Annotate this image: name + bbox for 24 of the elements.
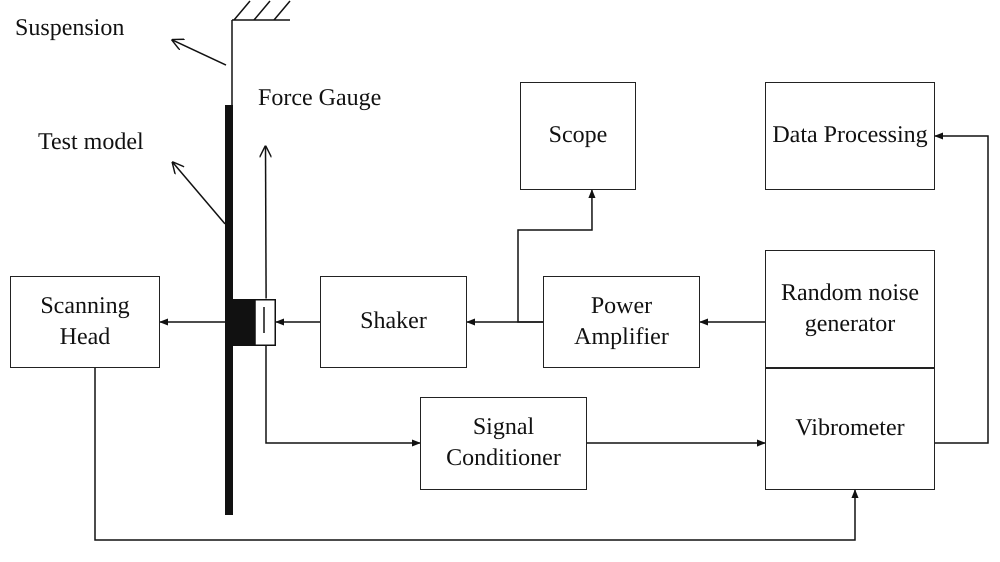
part-label: Suspension (15, 14, 172, 43)
process-box: Random noise generator (765, 250, 935, 368)
arrow (159, 318, 225, 326)
arrow (517, 189, 596, 323)
test-model-bar (225, 105, 233, 515)
leader-line (171, 160, 226, 224)
process-box: Scanning Head (10, 276, 160, 368)
arrow (587, 439, 766, 447)
process-box: Power Amplifier (543, 276, 700, 368)
arrow (275, 318, 320, 326)
arrow (934, 132, 989, 444)
arrow (94, 368, 859, 541)
process-box: Shaker (320, 276, 467, 368)
arrow (265, 346, 421, 447)
part-label: Test model (38, 128, 178, 157)
process-box: Vibrometer (765, 368, 935, 490)
force-gauge (233, 298, 276, 346)
arrow (699, 318, 765, 326)
process-box: Signal Conditioner (420, 396, 587, 490)
process-box: Data Processing (765, 82, 935, 190)
process-box: Scope (520, 82, 636, 190)
leader-line (258, 144, 272, 298)
part-label: Force Gauge (258, 84, 408, 113)
leader-line (170, 38, 226, 66)
